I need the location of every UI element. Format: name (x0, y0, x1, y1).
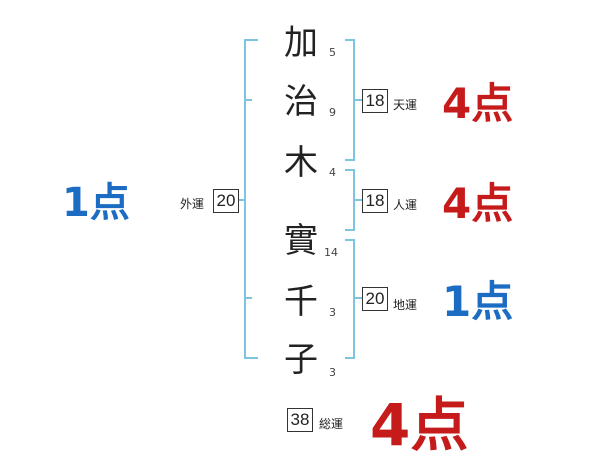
stroke-count-6: 3 (329, 366, 336, 379)
stroke-count-3: 4 (329, 166, 336, 179)
name-char-5: 千 (284, 282, 318, 322)
souun-label: 総運 (319, 417, 344, 431)
name-char-6: 子 (284, 340, 318, 380)
stroke-count-5: 3 (329, 306, 336, 319)
gaiun-box: 20 (213, 189, 239, 213)
name-char-1: 加 (284, 23, 318, 63)
gaiun-label: 外運 (180, 197, 205, 211)
tenun-bracket (345, 39, 355, 161)
tenun-box: 18 (362, 89, 388, 113)
jinun-box: 18 (362, 189, 388, 213)
chiun-box: 20 (362, 287, 388, 311)
stroke-count-4: 14 (324, 246, 338, 259)
name-char-3: 木 (284, 143, 318, 183)
souun-box: 38 (287, 408, 313, 432)
chiun-score: 1点 (442, 277, 514, 326)
gaiun-score: 1点 (62, 180, 130, 226)
jinun-score: 4点 (442, 179, 514, 228)
stroke-count-2: 9 (329, 106, 336, 119)
name-char-2: 治 (284, 82, 318, 122)
name-char-4: 實 (284, 221, 318, 261)
chiun-bracket (345, 239, 355, 359)
tenun-label: 天運 (393, 98, 418, 112)
stroke-count-1: 5 (329, 46, 336, 59)
jinun-label: 人運 (393, 198, 418, 212)
gaiun-bracket (244, 39, 258, 359)
chiun-label: 地運 (393, 298, 418, 312)
souun-score: 4点 (370, 391, 469, 459)
tenun-score: 4点 (442, 79, 514, 128)
jinun-bracket (345, 169, 355, 231)
